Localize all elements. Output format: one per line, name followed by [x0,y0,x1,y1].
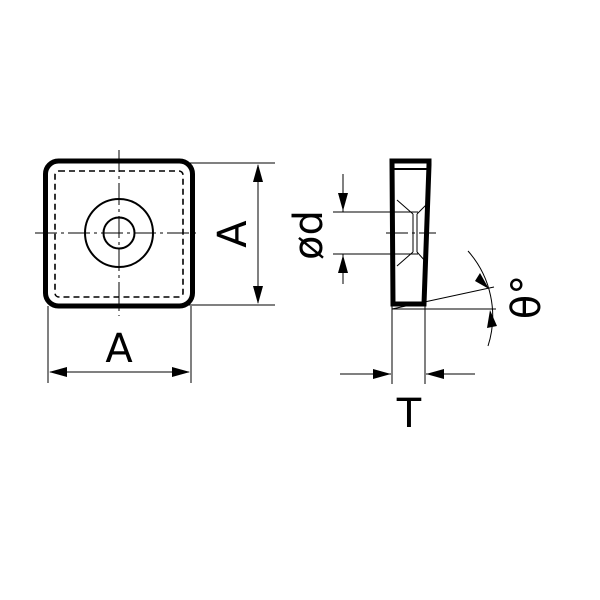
side-view [386,158,436,307]
angle-arc [467,250,494,347]
insert-profile [389,158,432,307]
arrowhead-top [338,193,348,211]
arrowhead-right [172,367,190,377]
chamfer-bottom [416,251,427,263]
arrowhead-bottom [253,286,263,304]
arrowhead-right [426,369,444,379]
arrowhead-top [253,164,263,182]
dimension-hole-diameter: ød [286,174,418,284]
dimension-width-side: A [186,162,275,306]
dimension-thickness: T [340,306,475,437]
arrowhead-left [49,367,67,377]
angle-flank-line [391,286,495,310]
dimension-width-bottom: A [47,306,192,383]
arrowhead-bottom [338,255,348,273]
arrowhead-upper [475,273,489,289]
front-view [35,150,200,316]
arrowhead-lower [487,310,497,328]
angle-label: θ° [504,275,550,319]
chamfer-top [416,203,428,215]
width-label-bottom: A [105,326,133,372]
hole-diameter-label: ød [286,210,332,260]
width-label-side: A [210,220,256,248]
arrowhead-left [373,369,391,379]
dimension-angle: θ° [391,250,550,347]
thickness-label: T [396,391,422,437]
